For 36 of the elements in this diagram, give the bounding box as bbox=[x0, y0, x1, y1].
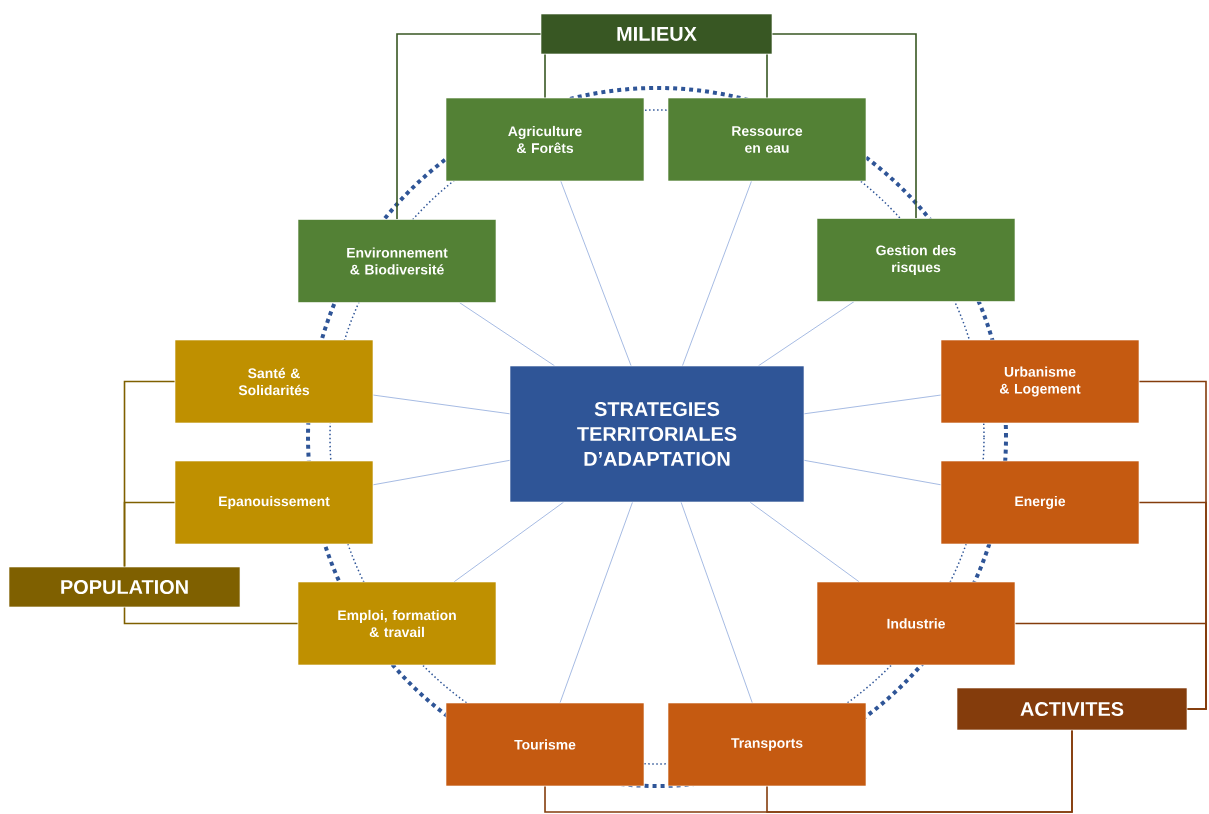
connector bbox=[766, 53, 768, 99]
connector bbox=[559, 501, 633, 704]
theme-box: Tourisme bbox=[445, 702, 645, 787]
category-box: MILIEUX bbox=[540, 13, 773, 55]
connector bbox=[682, 180, 752, 367]
theme-box: Epanouissement bbox=[174, 460, 374, 545]
theme-box: Transports bbox=[667, 702, 867, 787]
connector bbox=[560, 180, 632, 367]
theme-box: Ressource en eau bbox=[667, 97, 867, 182]
connector bbox=[1014, 622, 1207, 710]
connector bbox=[123, 501, 176, 568]
connector bbox=[459, 302, 555, 367]
theme-box: Santé & Solidarités bbox=[174, 339, 374, 424]
theme-box: Urbanisme & Logement bbox=[940, 339, 1140, 424]
connector bbox=[372, 459, 511, 486]
connector bbox=[766, 729, 1073, 813]
connector bbox=[680, 501, 753, 704]
category-box: POPULATION bbox=[8, 566, 241, 608]
connector bbox=[453, 501, 564, 583]
theme-box: Gestion des risques bbox=[816, 218, 1016, 302]
theme-box: Energie bbox=[940, 460, 1140, 545]
theme-box: Emploi, formation & travail bbox=[297, 581, 497, 666]
theme-box: Industrie bbox=[816, 581, 1016, 666]
connector bbox=[372, 394, 511, 415]
theme-box: Environnement & Biodiversité bbox=[297, 219, 497, 303]
connector bbox=[771, 33, 917, 220]
connector bbox=[758, 301, 855, 367]
connector bbox=[123, 606, 299, 625]
connector bbox=[803, 394, 942, 415]
connector bbox=[544, 53, 546, 99]
connector bbox=[749, 501, 860, 583]
central-box: STRATEGIES TERRITORIALES D’ADAPTATION bbox=[509, 365, 805, 503]
connector bbox=[396, 33, 542, 221]
connector bbox=[803, 459, 942, 486]
category-box: ACTIVITES bbox=[956, 687, 1188, 731]
theme-box: Agriculture & Forêts bbox=[445, 97, 645, 182]
